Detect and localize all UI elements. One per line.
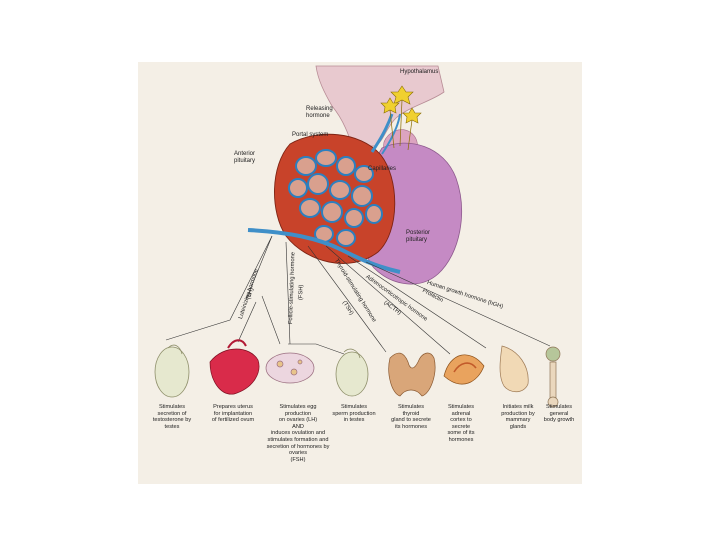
label-hypothalamus: Hypothalamus — [400, 69, 439, 75]
portal-vessel-2 — [381, 113, 401, 155]
caption-growth: Stimulates general body growth — [543, 404, 575, 424]
adrenal-icon — [443, 354, 485, 385]
label-releasing-hormone-line1: Releasing — [306, 106, 333, 112]
ovary-icon — [265, 352, 315, 384]
caption-adrenal: Stimulates adrenal cortex to secrete som… — [447, 404, 475, 443]
caption-thyroid: Stimulates thyroid gland to secrete its … — [391, 404, 431, 430]
label-anterior-pituitary-line2: pituitary — [234, 158, 256, 164]
neuron-axons — [389, 99, 413, 151]
neurosecretory-cells — [380, 85, 422, 124]
thyroid-icon — [388, 352, 436, 397]
endocrine-figure: Hypothalamus Releasing hormone Portal sy… — [138, 62, 582, 484]
label-releasing-hormone-line2: hormone — [306, 113, 330, 119]
testis-icon — [154, 344, 190, 398]
label-capillaries: Capillaries — [368, 166, 397, 172]
hypothalamus-tissue — [315, 65, 445, 147]
bone-icon — [545, 346, 561, 408]
caption-ovaries: Stimulates egg production on ovaries (LH… — [266, 404, 330, 463]
caption-testosterone: Stimulates secretion of testosterone by … — [152, 404, 192, 430]
label-portal-system: Portal system — [292, 132, 329, 138]
exit-vein — [247, 228, 401, 274]
diagram-artwork — [154, 65, 561, 408]
hormone-fsh-abbr: (FSH) — [298, 284, 305, 301]
capillary-bed — [288, 149, 383, 247]
caption-sperm: Stimulates sperm production in testes — [332, 404, 376, 424]
hormone-lines — [165, 235, 551, 355]
label-posterior-pituitary-line2: pituitary — [406, 237, 428, 243]
label-posterior-pituitary-line1: Posterior — [406, 230, 431, 236]
label-anterior-pituitary-line1: Anterior — [234, 151, 256, 157]
mammary-icon — [499, 345, 529, 393]
caption-uterus: Prepares uterus for implantation of fert… — [211, 404, 255, 424]
caption-mammary: Initiates milk production by mammary gla… — [501, 404, 535, 430]
uterus-icon — [209, 339, 260, 395]
testis-icon-2 — [335, 348, 369, 397]
